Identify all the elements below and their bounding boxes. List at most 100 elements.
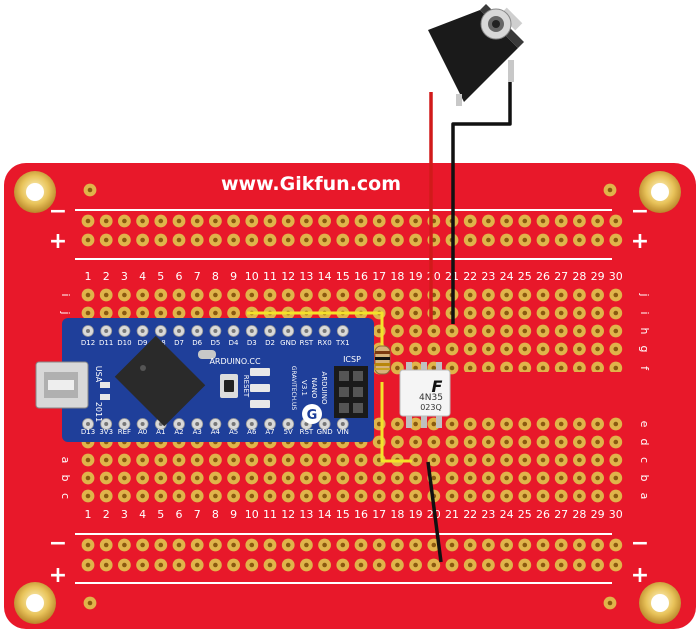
pad-hole [358,475,364,481]
column-number: 24 [500,270,514,283]
pad-hole [540,457,546,463]
pad-hole [122,562,127,568]
pad-hole [249,562,255,568]
pad-hole [577,493,582,499]
pad-hole [522,365,528,371]
pad-hole [486,542,491,548]
pad-hole [504,475,509,481]
column-number: 7 [194,270,201,283]
pad-hole [613,365,619,371]
pad-hole [577,421,582,427]
pad-hole [558,346,564,352]
nano-pin-label: A2 [174,428,183,436]
nano-pin-hole [104,422,109,426]
column-number: 9 [230,270,237,283]
pad-hole [540,365,546,371]
pad-hole [176,218,182,224]
pad-hole [231,542,236,548]
pad-hole [85,292,91,298]
column-number: 29 [591,508,605,521]
board-url: www.Gikfun.com [221,173,401,195]
pad-hole [540,421,546,427]
nano-pin-hole [286,422,291,426]
pad-hole [140,562,145,568]
column-number: 23 [481,270,495,283]
pad-hole [122,475,127,481]
pad-hole [322,218,327,224]
pad-hole [595,365,600,371]
pad-hole [395,328,400,334]
pad-hole [285,542,291,548]
pad-hole [376,292,382,298]
pad-hole [413,237,418,243]
pad-hole [467,218,473,224]
column-number: 2 [103,270,110,283]
pad-hole [267,218,273,224]
column-number: 13 [299,508,313,521]
pad-hole [413,218,418,224]
pad-hole [267,292,273,298]
pad-hole [158,292,164,298]
nano-pin-hole [122,422,127,426]
row-letter: c [638,457,651,463]
nano-model-line: NANO [310,378,318,399]
column-number: 11 [263,270,277,283]
usb-connector [35,361,89,409]
row-letter: c [59,493,72,499]
nano-pin-label: D11 [99,339,113,347]
nano-pin-label: A0 [138,428,147,436]
pad-hole [267,475,273,481]
nano-pin-hole [86,329,90,333]
pad-hole [413,439,418,445]
pad-hole [431,542,437,548]
pad-hole [577,218,582,224]
black-wire-ground [426,461,443,563]
nano-pin-label: D12 [81,339,95,347]
pad-hole [486,493,491,499]
pad-hole [413,457,418,463]
microcontroller-chip [114,335,206,427]
pad-hole [504,421,509,427]
column-number: 5 [157,270,164,283]
pad-hole [358,562,364,568]
pad-hole [467,457,473,463]
column-number: 13 [299,270,313,283]
nano-pin-hole [322,422,327,426]
pad-hole [595,439,600,445]
pad-hole [122,237,127,243]
nano-pin-hole [322,329,327,333]
pad-hole [340,218,346,224]
nano-pin-hole [213,329,218,333]
pad-hole [213,542,218,548]
pad-hole [103,292,109,298]
pad-hole [140,237,145,243]
pad-hole [103,493,109,499]
pad-hole [449,421,455,427]
pad-hole [431,475,437,481]
pad-hole [304,475,309,481]
pad-hole [540,542,546,548]
pad-hole [504,439,509,445]
pad-hole [467,421,473,427]
pad-hole [467,493,473,499]
row-letter: b [638,475,651,482]
pad-hole [103,475,109,481]
pad-hole [486,562,491,568]
column-number: 27 [554,270,568,283]
nano-icsp-label: ICSP [343,355,361,364]
pad-hole [431,328,437,334]
nano-year: 2011 [94,402,103,422]
nano-pin-label: D9 [138,339,148,347]
pad-hole [395,439,400,445]
pad-hole [613,346,619,352]
pad-hole [194,475,200,481]
optocoupler-logo: F [432,377,443,396]
row-letter: j [638,292,651,296]
pad-hole [467,542,473,548]
rail-minus-top-right: − [631,199,649,224]
pad-hole [558,237,564,243]
pad-hole [577,237,582,243]
pad-hole [358,542,364,548]
